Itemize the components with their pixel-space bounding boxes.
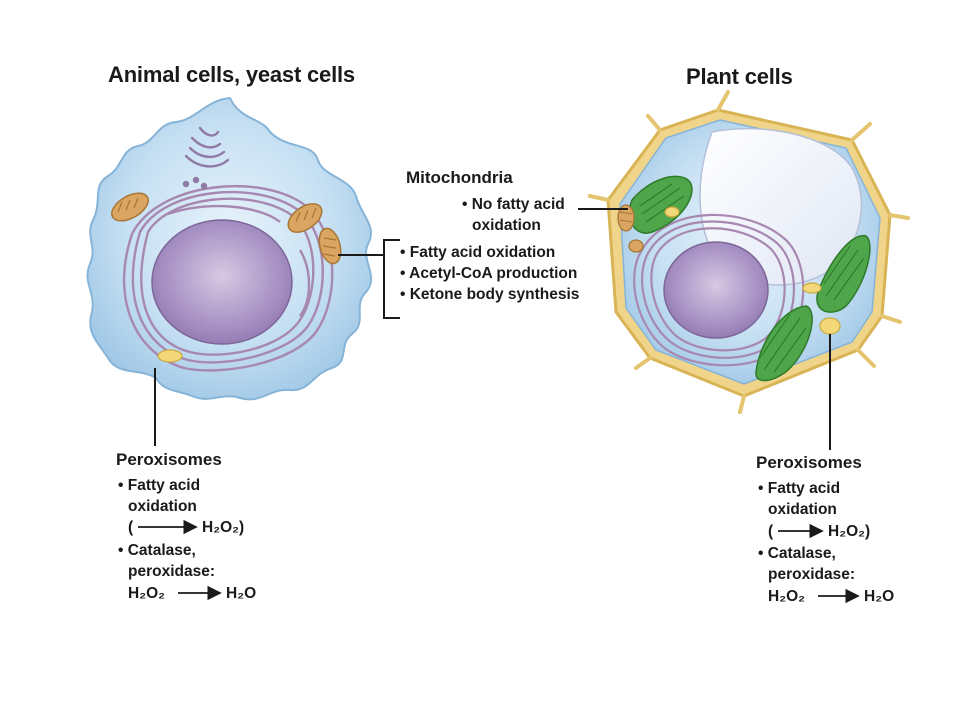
mitochondria-bracket [383, 239, 400, 319]
plant-pero-line-5: peroxidase: [768, 566, 856, 583]
plant-pero-open-paren: ( [768, 523, 774, 540]
animal-nucleus [151, 219, 293, 345]
animal-mitochondria-list: • Fatty acid oxidation • Acetyl-CoA prod… [400, 242, 579, 305]
animal-pero-line-4: • Catalase, [118, 542, 196, 559]
plant-pero-close-paren: ) [865, 523, 871, 540]
animal-mitochondrion [318, 227, 342, 265]
plant-catalase-notes: • Catalase, peroxidase: [758, 543, 855, 585]
animal-catalase-substrate: H₂O₂ [128, 585, 166, 602]
animal-pero-open-paren: ( [128, 519, 134, 536]
animal-pero-line-1: • Fatty acid [118, 477, 201, 494]
animal-golgi [182, 126, 230, 190]
plant-h2o2-label: H₂O₂ [828, 523, 866, 540]
animal-peroxisomes-title: Peroxisomes [116, 450, 222, 469]
animal-mitochondrion [111, 192, 149, 222]
plant-mitochondrion [628, 239, 644, 253]
plant-cells-title: Plant cells [686, 64, 793, 89]
animal-peroxisome [157, 349, 183, 363]
plant-cell [588, 90, 910, 414]
animal-cells-title: Animal cells, yeast cells [108, 62, 355, 87]
plant-mito-line-2: oxidation [472, 217, 541, 234]
animal-mitochondrion [287, 203, 323, 233]
mito-item-2: • Acetyl-CoA production [400, 265, 578, 282]
plant-pero-product-h2o2: H₂O₂) [828, 521, 870, 542]
plant-pero-line-1: • Fatty acid [758, 480, 841, 497]
plant-chloroplast [755, 305, 813, 382]
plant-mitochondrion [617, 204, 635, 232]
animal-catalase-notes: • Catalase, peroxidase: [118, 540, 215, 582]
reaction-arrows [138, 519, 860, 604]
plant-pero-line-4: • Catalase, [758, 545, 836, 562]
plant-catalase-substrate: H₂O₂ [768, 588, 806, 605]
animal-catalase-product: H₂O [226, 585, 257, 602]
plant-peroxisomes-title: Peroxisomes [756, 453, 862, 472]
plant-peroxisome-notes: • Fatty acid oxidation [758, 478, 840, 520]
animal-peroxisome-notes: • Fatty acid oxidation [118, 475, 200, 517]
animal-h2o2-label: H₂O₂ [202, 519, 240, 536]
animal-cell [86, 96, 372, 401]
plant-peroxisome [664, 206, 680, 218]
plant-chloroplast [816, 234, 871, 313]
plant-catalase-product: H₂O [864, 588, 895, 605]
plant-chloroplast [628, 175, 693, 234]
mito-item-1: • Fatty acid oxidation [400, 244, 556, 261]
plant-pero-line-2: oxidation [768, 501, 837, 518]
mitochondria-title: Mitochondria [406, 168, 513, 187]
plant-mito-line-1: • No fatty acid [462, 196, 565, 213]
animal-endoplasmic-reticulum [123, 184, 334, 372]
plant-leaders [578, 208, 831, 450]
plant-mitochondria-note: • No fatty acid oxidation [462, 194, 565, 236]
mito-item-3: • Ketone body synthesis [400, 286, 580, 303]
plant-nucleus [663, 241, 769, 339]
animal-pero-line-2: oxidation [128, 498, 197, 515]
animal-leaders [154, 239, 400, 446]
plant-peroxisome [802, 282, 822, 294]
plant-peroxisome [819, 317, 841, 335]
animal-pero-product-h2o2: H₂O₂) [202, 517, 244, 538]
animal-pero-close-paren: ) [239, 519, 245, 536]
animal-pero-line-5: peroxidase: [128, 563, 216, 580]
